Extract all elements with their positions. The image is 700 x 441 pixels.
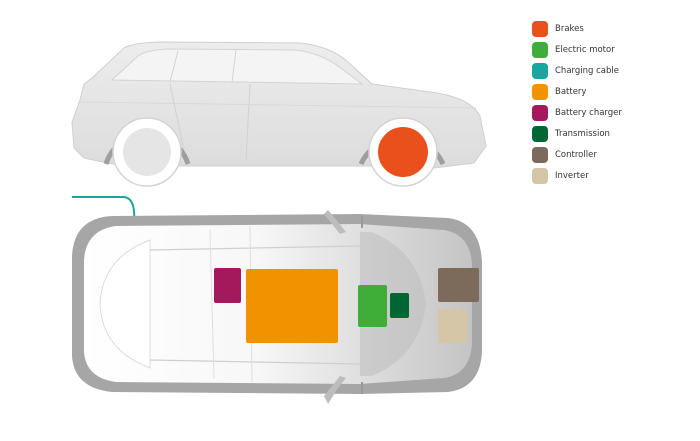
brakes-marker <box>378 127 428 177</box>
transmission-marker <box>390 293 409 318</box>
legend-item-electric-motor: Electric motor <box>532 39 692 60</box>
legend-label-inverter: Inverter <box>555 170 589 181</box>
legend-swatch-battery-charger <box>532 104 548 121</box>
legend-item-charging-cable: Charging cable <box>532 60 692 81</box>
legend-label-electric-motor: Electric motor <box>555 44 615 55</box>
top-car-rear-window <box>99 239 151 369</box>
legend-label-battery: Battery <box>555 86 587 97</box>
legend-label-controller: Controller <box>555 149 597 160</box>
legend-label-transmission: Transmission <box>555 128 610 139</box>
legend-swatch-controller <box>532 146 548 163</box>
legend-swatch-inverter <box>532 167 548 184</box>
legend-swatch-battery <box>532 83 548 100</box>
legend-swatch-brakes <box>532 20 548 37</box>
top-mirror-left <box>324 210 346 234</box>
top-mirror-right <box>324 376 346 404</box>
legend-item-battery: Battery <box>532 81 692 102</box>
legend-item-battery-charger: Battery charger <box>532 102 692 123</box>
legend-swatch-electric-motor <box>532 41 548 58</box>
legend-item-transmission: Transmission <box>532 123 692 144</box>
legend-item-brakes: Brakes <box>532 18 692 39</box>
legend-swatch-charging-cable <box>532 62 548 79</box>
controller-marker <box>438 268 479 302</box>
legend-item-controller: Controller <box>532 144 692 165</box>
legend-label-battery-charger: Battery charger <box>555 107 622 118</box>
legend-label-charging-cable: Charging cable <box>555 65 619 76</box>
battery-marker <box>246 269 338 343</box>
inverter-marker <box>438 309 467 343</box>
legend: Brakes Electric motor Charging cable Bat… <box>532 18 692 186</box>
battery-charger-marker <box>214 268 241 303</box>
legend-swatch-transmission <box>532 125 548 142</box>
side-car-windows <box>110 48 364 85</box>
side-view-car <box>71 41 487 187</box>
electric-motor-marker <box>358 285 387 327</box>
top-view-car <box>72 196 482 404</box>
legend-item-inverter: Inverter <box>532 165 692 186</box>
legend-label-brakes: Brakes <box>555 23 584 34</box>
